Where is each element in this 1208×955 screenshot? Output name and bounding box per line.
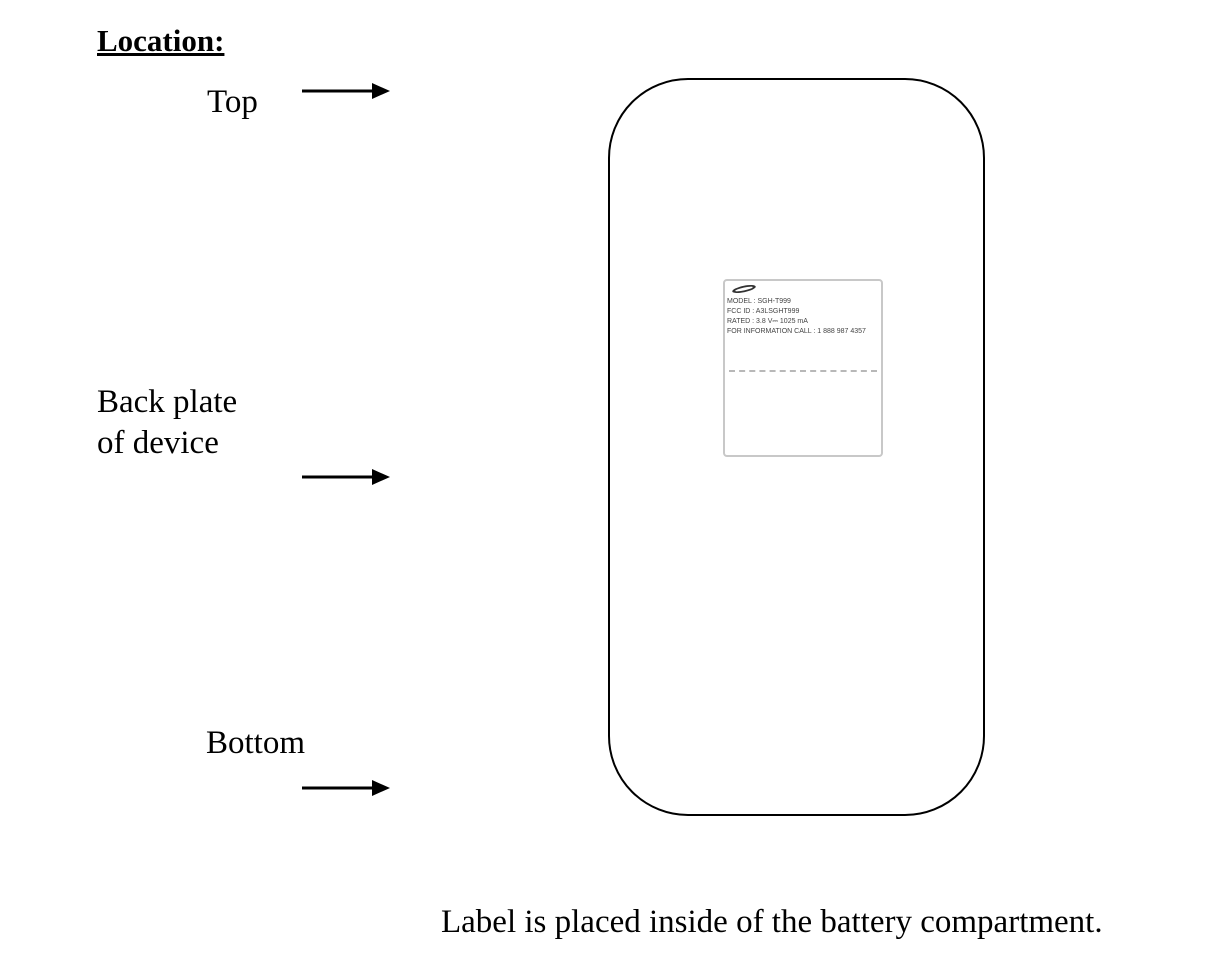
- bottom-arrow-icon: [302, 780, 390, 796]
- top-label: Top: [207, 84, 258, 120]
- bottom-label: Bottom: [206, 725, 306, 761]
- label-info-block: MODEL : SGH-T999 FCC ID : A3LSGHT999 RAT…: [727, 297, 866, 337]
- perforation-line: [729, 370, 877, 372]
- top-arrow-icon: [302, 83, 390, 99]
- samsung-logo-icon: [732, 284, 756, 294]
- fcc-id-label: MODEL : SGH-T999 FCC ID : A3LSGHT999 RAT…: [723, 279, 883, 457]
- location-heading: Location:: [97, 23, 225, 58]
- placement-caption: Label is placed inside of the battery co…: [441, 904, 1103, 940]
- back-plate-label: Back plate of device: [97, 382, 237, 464]
- model-line: MODEL : SGH-T999: [727, 298, 791, 305]
- back-plate-label-line1: Back plate: [97, 384, 238, 420]
- fcc-id-line: FCC ID : A3LSGHT999: [727, 308, 800, 315]
- rating-line: RATED : 3.8 V⎓ 1025 mA: [727, 318, 808, 325]
- back-plate-label-line2: of device: [97, 425, 219, 461]
- device-back-outline: [608, 78, 985, 816]
- back-plate-arrow-icon: [302, 469, 390, 485]
- info-call-line: FOR INFORMATION CALL : 1 888 987 4357: [727, 328, 866, 335]
